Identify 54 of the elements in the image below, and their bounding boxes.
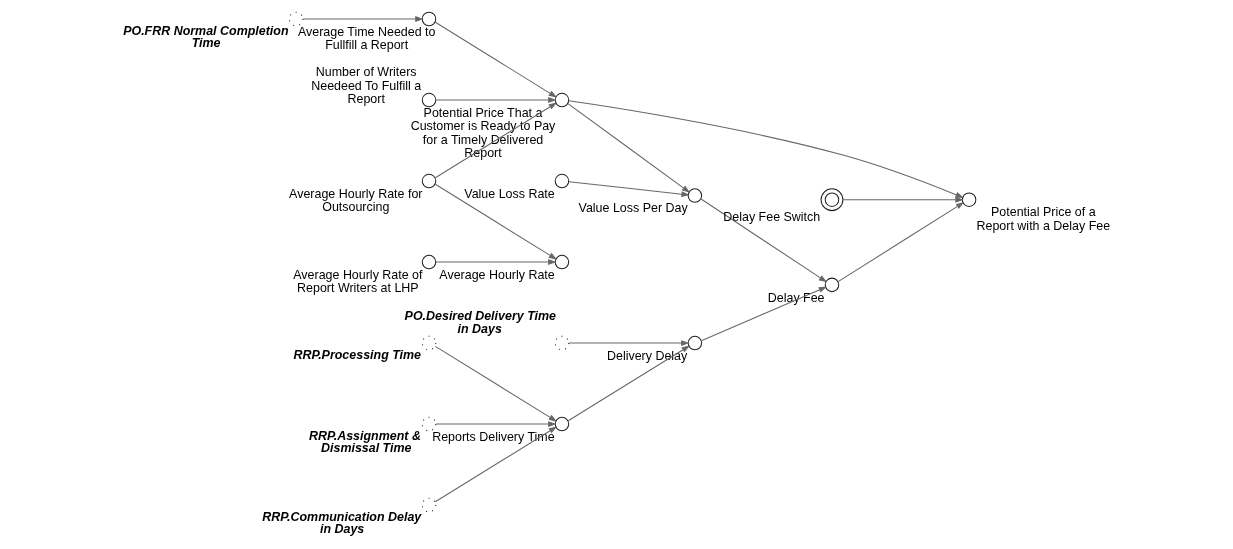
arrow [302, 16, 424, 22]
node-circle [421, 173, 436, 189]
node-label: Value Loss Rate [463, 186, 555, 201]
node-label: PO.Desired Delivery Time in Days [404, 309, 556, 336]
arrow [700, 198, 827, 283]
node-label: RRP.Assignment & Dismissal Time [308, 428, 421, 456]
node-label: Average Hourly Rate [438, 267, 555, 282]
node-circle [824, 277, 839, 293]
arrow [435, 421, 556, 427]
arrow [434, 21, 557, 98]
node-label: PO.FRR Normal Completion Time [122, 23, 289, 51]
node-circle [421, 254, 436, 270]
node-label: Potential Price That a Customer is Ready to Pay for a Timely Delivered Report [410, 105, 555, 161]
node-label: Value Loss Per Day [578, 201, 688, 216]
arrow [434, 426, 557, 503]
node-label: Average Time Needed to Fullfill a Report [297, 24, 435, 53]
node-circle [687, 188, 702, 203]
arrow [842, 196, 964, 203]
node-circle [421, 11, 436, 27]
node-circle [554, 173, 569, 189]
node-circle [961, 192, 976, 207]
arrow [567, 340, 689, 346]
node-dotted-circle [421, 335, 436, 351]
node-label: Number of Writers Needeed To Fulfill a Report [310, 65, 421, 107]
arrow [434, 102, 557, 179]
node-label: Delay Fee Switch [722, 209, 820, 224]
node-circle [554, 92, 569, 108]
node-circle [554, 254, 569, 270]
node-label: Delay Fee [767, 290, 825, 305]
node-dotted-circle [288, 11, 303, 27]
arrow [434, 345, 557, 422]
arrow [567, 181, 690, 198]
arrow [435, 97, 556, 103]
arrow [837, 202, 964, 283]
arrow [434, 183, 557, 260]
arrow [567, 345, 690, 422]
node-label: Delivery Delay [606, 348, 687, 363]
node-dotted-circle [421, 497, 436, 513]
arrow [700, 286, 827, 342]
node-circle [554, 416, 569, 432]
node-label: Reports Delivery Time [431, 429, 555, 444]
node-circle [687, 335, 702, 351]
node-label: Potential Price of a Report with a Delay Fee [976, 205, 1110, 233]
node-dotted-circle [554, 335, 569, 351]
node-label: Average Hourly Rate of Report Writers at LHP [292, 267, 422, 296]
node-label: RRP.Processing Time [292, 347, 421, 362]
node-doublecircle [820, 188, 843, 212]
arrow [435, 259, 556, 265]
arrow [567, 100, 964, 198]
node-circle [421, 92, 436, 108]
arrow [566, 103, 690, 193]
node-label: RRP.Communication Delay in Days [261, 509, 421, 537]
node-dotted-circle [421, 416, 436, 432]
node-label: Average Hourly Rate for Outsourcing [288, 186, 422, 215]
